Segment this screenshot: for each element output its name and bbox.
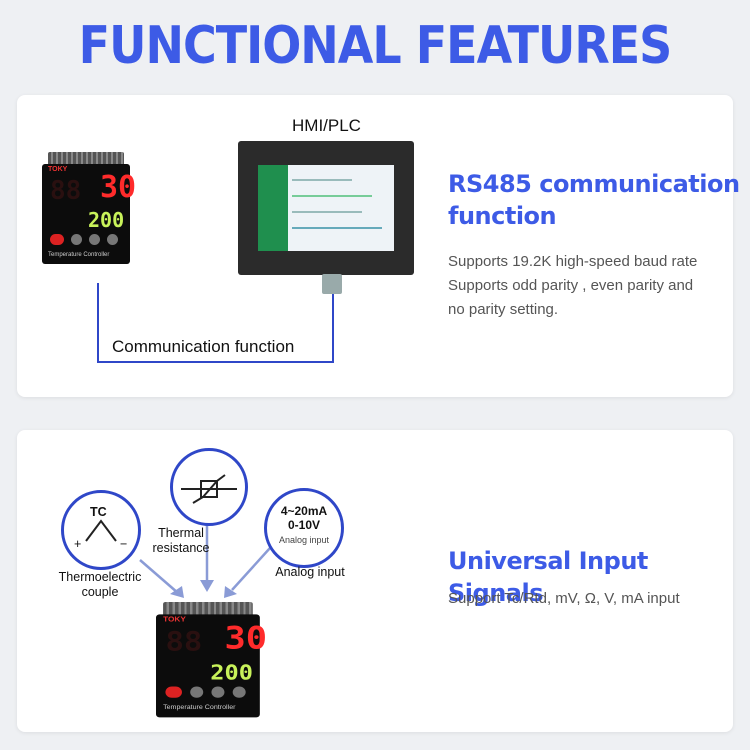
universal-input-heading: Universal Input Signals (448, 547, 648, 607)
page-title: FUNCTIONAL FEATURES (78, 14, 673, 76)
analog-input-icon: 4~20mA 0-10V Analog input (264, 488, 344, 568)
sv-display: 200 (88, 208, 125, 232)
down-button (232, 686, 246, 698)
communication-label: Communication function (112, 337, 295, 356)
brand-logo: TOKY (163, 616, 186, 624)
sv-display: 200 (210, 659, 253, 685)
analog-input-label: Analog input (275, 565, 345, 579)
temperature-controller-2: TOKY 88 30 200 Temperature Controller (156, 602, 281, 724)
hmi-panel (238, 141, 414, 275)
thermal-resistance-label: Thermal resistance (152, 526, 210, 555)
brand-logo: TOKY (48, 166, 68, 173)
device-caption: Temperature Controller (48, 252, 110, 258)
thermocouple-icon: TC + − (61, 490, 141, 570)
set-button (165, 686, 182, 698)
set-button (50, 234, 64, 245)
hmi-label: HMI/PLC (292, 116, 361, 135)
left-button (71, 234, 82, 245)
universal-input-description: Support Tc/Rtd, mV, Ω, V, mA input (448, 590, 680, 607)
pv-display: 30 (224, 620, 268, 657)
device-caption: Temperature Controller (163, 705, 236, 712)
rs485-heading: RS485 communication function (448, 170, 740, 230)
rs485-connector (322, 274, 342, 294)
input-signals-card (17, 430, 733, 732)
down-button (107, 234, 118, 245)
left-button (190, 686, 204, 698)
thermocouple-label: Thermoelectric couple (58, 570, 142, 599)
rs485-description: Supports 19.2K high-speed baud rate Supp… (448, 253, 698, 318)
hmi-screen (258, 165, 394, 251)
up-button (89, 234, 100, 245)
thermal-resistance-icon (170, 448, 248, 526)
up-button (211, 686, 225, 698)
